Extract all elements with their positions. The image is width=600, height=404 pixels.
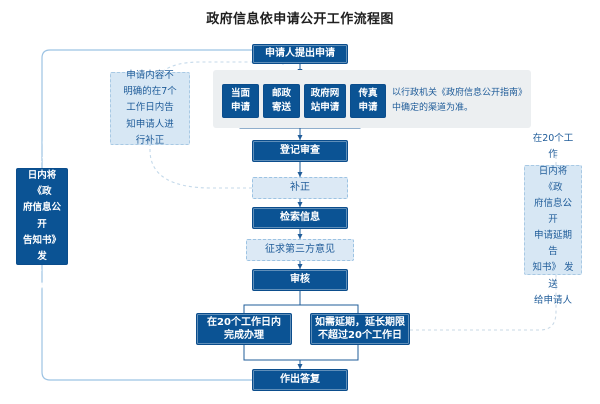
- node-complete-within-20-days-label: 在20个工作日内 完成办理: [207, 316, 281, 342]
- node-third-party-opinion-label: 征求第三方意见: [265, 244, 335, 256]
- node-reply-label: 作出答复: [280, 374, 320, 386]
- page-title: 政府信息依申请公开工作流程图: [206, 12, 394, 27]
- node-review[interactable]: 审核: [252, 269, 348, 291]
- note-extension-delivery[interactable]: 在20个工作 日内将《政 府信息公开 申请延期告 知书》 发送 给申请人: [524, 133, 582, 306]
- channel-note: 以行政机关《政府信息公开指南》 中确定的渠道为准。: [392, 88, 528, 114]
- node-complete-within-20-days[interactable]: 在20个工作日内 完成办理: [196, 313, 292, 345]
- note-extension-delivery-label: 在20个工作 日内将《政 府信息公开 申请延期告 知书》 发送 给申请人: [532, 133, 574, 306]
- channel-fax[interactable]: 传真 申请: [350, 84, 386, 118]
- node-search-information-label: 检索信息: [280, 212, 320, 224]
- node-extension-label: 如需延期，延长期限 不超过20个工作日: [315, 316, 405, 342]
- note-correction[interactable]: 申请内容不 明确的在7个 工作日内告 知申请人进 行补正: [110, 70, 190, 146]
- channel-website-label: 政府网 站申请: [310, 88, 340, 113]
- node-start-label: 申请人提出申请: [265, 48, 335, 60]
- node-correction[interactable]: 补正: [252, 177, 348, 199]
- channel-fax-label: 传真 申请: [358, 88, 378, 113]
- node-correction-label: 补正: [290, 182, 310, 194]
- note-correction-label: 申请内容不 明确的在7个 工作日内告 知申请人进 行补正: [123, 70, 177, 146]
- channel-in-person[interactable]: 当面 申请: [222, 84, 259, 118]
- channel-postal-label: 邮政 寄送: [271, 88, 291, 113]
- node-extension[interactable]: 如需延期，延长期限 不超过20个工作日: [310, 313, 410, 345]
- channel-in-person-label: 当面 申请: [230, 88, 250, 113]
- node-search-information[interactable]: 检索信息: [252, 207, 348, 229]
- node-registration-review[interactable]: 登记审查: [252, 140, 348, 162]
- node-registration-review-label: 登记审查: [280, 145, 320, 157]
- node-start[interactable]: 申请人提出申请: [252, 44, 348, 64]
- channel-postal[interactable]: 邮政 寄送: [263, 84, 300, 118]
- note-disclosure-delivery[interactable]: 在20个工作 日内将《政 府信息公开 告知书》发 送给申请人: [16, 138, 68, 294]
- node-review-label: 审核: [290, 274, 310, 286]
- node-reply[interactable]: 作出答复: [252, 369, 348, 391]
- node-third-party-opinion[interactable]: 征求第三方意见: [246, 239, 354, 261]
- note-disclosure-delivery-label: 在20个工作 日内将《政 府信息公开 告知书》发 送给申请人: [23, 137, 62, 295]
- channel-website[interactable]: 政府网 站申请: [304, 84, 346, 118]
